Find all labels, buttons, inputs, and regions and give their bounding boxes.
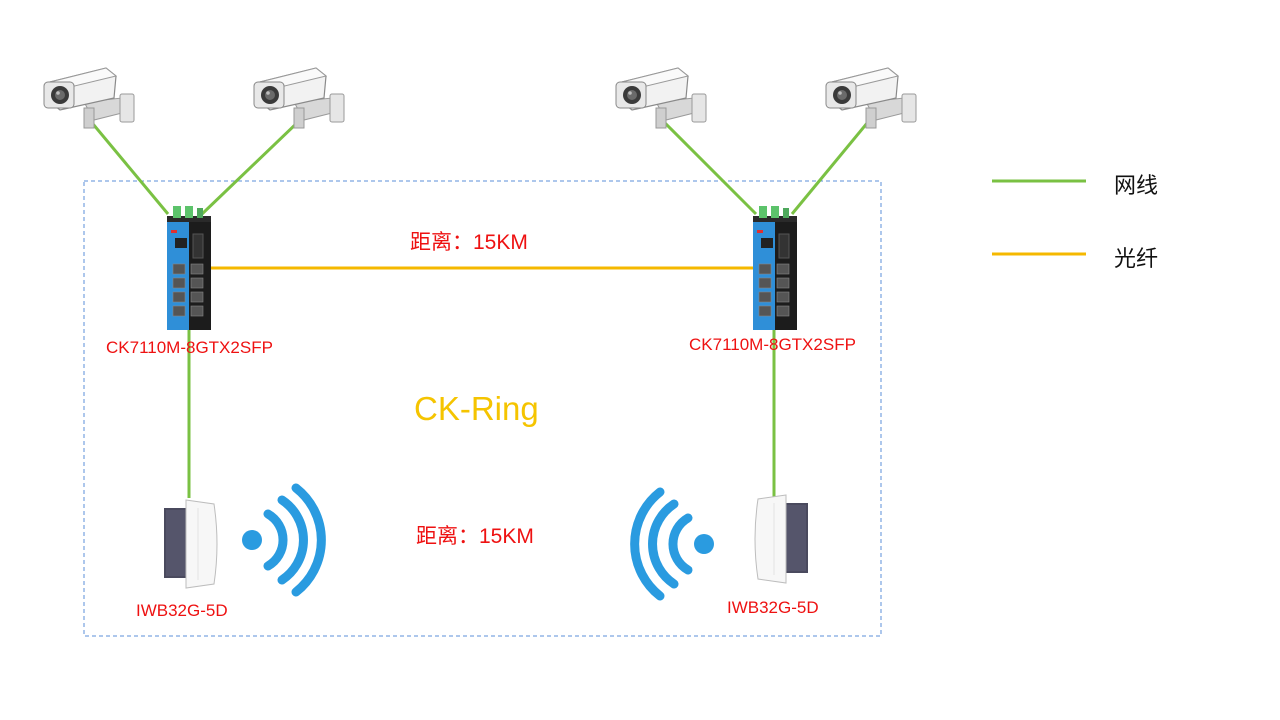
camera-icon: [253, 67, 345, 129]
wireless-distance-label: 距离：15KM: [416, 525, 534, 548]
camera-icon: [615, 67, 707, 129]
cable-links: [86, 117, 870, 498]
legend-cable-label: 网线: [1114, 173, 1159, 198]
bridge-model-label: IWB32G-5D: [727, 598, 819, 617]
ring-boundary: [83, 180, 882, 637]
wifi-signal-icon: [242, 483, 326, 597]
wifi-signal-icon: [630, 487, 714, 601]
bridge-model-label: IWB32G-5D: [136, 601, 228, 620]
wireless-bridge-icon: [163, 499, 218, 589]
switch-icon: [166, 205, 212, 331]
wireless-bridge-icon: [754, 494, 809, 584]
fiber-distance-label: 距离：15KM: [410, 231, 528, 254]
switch-model-label: CK7110M-8GTX2SFP: [689, 335, 856, 354]
switch-model-label: CK7110M-8GTX2SFP: [106, 338, 273, 357]
ring-label: CK-Ring: [414, 390, 539, 427]
switch-icon: [752, 205, 798, 331]
legend-fiber-label: 光纤: [1114, 246, 1159, 271]
camera-icon: [43, 67, 135, 129]
camera-icon: [825, 67, 917, 129]
